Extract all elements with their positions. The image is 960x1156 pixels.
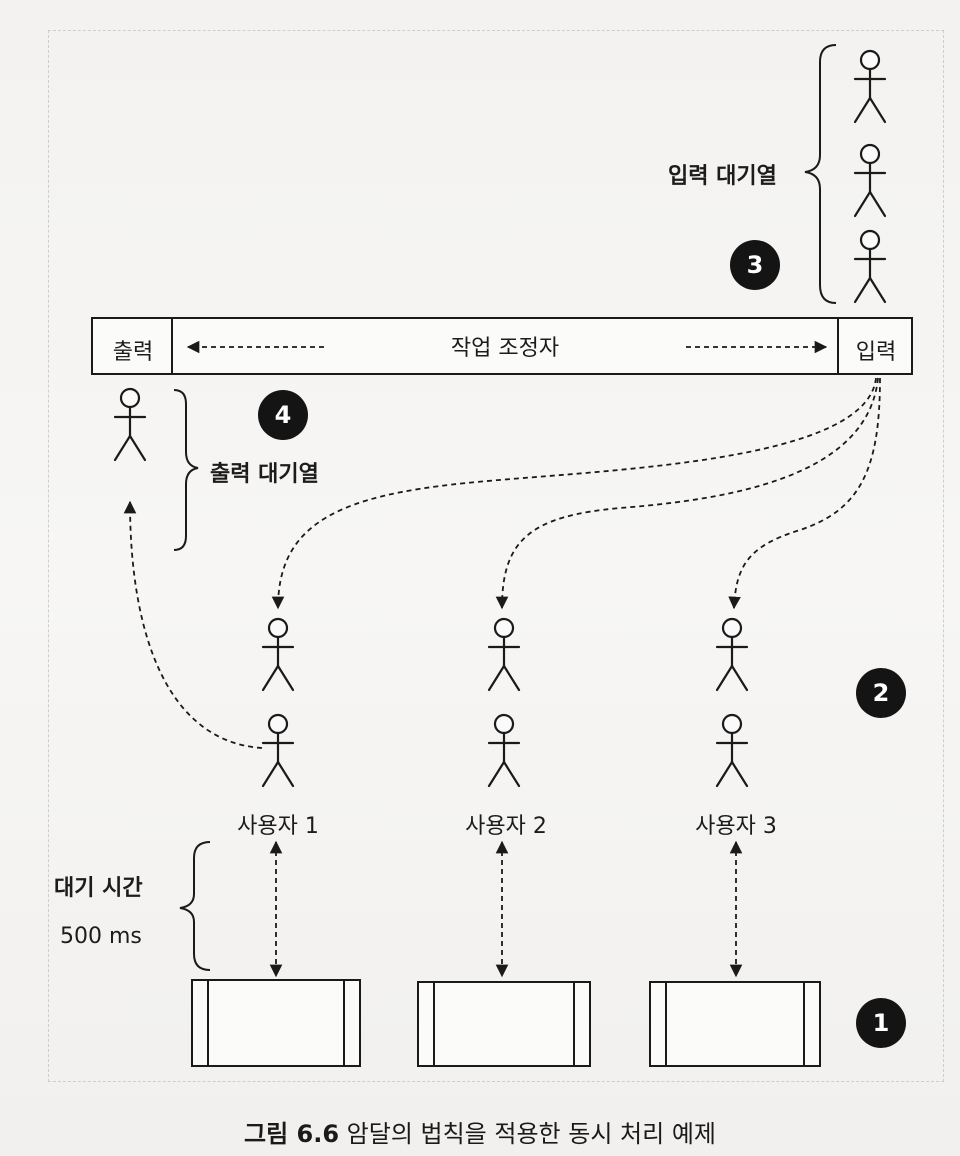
marker-1: 1	[856, 998, 906, 1048]
user-label-1: 사용자 1	[237, 814, 319, 839]
dispatch-arrow-user-3	[728, 377, 881, 610]
user-person-icon	[715, 713, 749, 788]
figure-number: 그림 6.6	[243, 1120, 340, 1148]
waiting-person-icon	[261, 617, 295, 692]
waiting-person-icon	[487, 617, 521, 692]
user-person-icon	[261, 713, 295, 788]
output-queue-brace	[173, 389, 199, 551]
queued-person-icon	[853, 229, 887, 304]
waiting-person-icon	[715, 617, 749, 692]
coordinator-box	[91, 317, 913, 375]
dispatch-arrows	[271, 377, 881, 610]
latency-arrows	[269, 840, 743, 978]
servers	[191, 979, 821, 1067]
coordinator-bar	[91, 317, 913, 375]
queued-person-icon	[853, 143, 887, 218]
input-queue-brace	[804, 44, 837, 304]
dispatch-arrow-user-2	[495, 377, 879, 610]
output-queue-label: 출력 대기열	[210, 462, 319, 487]
output-person-icon	[113, 387, 147, 462]
input-port-label: 입력	[855, 340, 897, 365]
marker-3: 3	[730, 240, 780, 290]
coordinator-title: 작업 조정자	[450, 336, 560, 361]
input-queue-people	[853, 49, 887, 304]
input-queue-label: 입력 대기열	[668, 164, 777, 189]
user-label-3: 사용자 3	[695, 814, 777, 839]
figure-caption: 그림 6.6 암달의 법칙을 적용한 동시 처리 예제	[0, 1114, 960, 1149]
user-figures	[261, 617, 749, 788]
user-label-2: 사용자 2	[465, 814, 547, 839]
return-arrow	[123, 500, 263, 749]
latency-brace	[179, 841, 211, 971]
server-box-2	[417, 981, 591, 1067]
marker-4: 4	[258, 390, 308, 440]
user-person-icon	[487, 713, 521, 788]
latency-value: 500 ms	[60, 924, 142, 949]
figure-frame	[48, 30, 944, 1082]
dispatch-arrow-user-1	[271, 377, 877, 610]
server-box-3	[649, 981, 821, 1067]
server-box-1	[191, 979, 361, 1067]
queued-person-icon	[853, 49, 887, 124]
figure-caption-text: 암달의 법칙을 적용한 동시 처리 예제	[346, 1120, 716, 1148]
output-port-label: 출력	[112, 340, 154, 365]
marker-2: 2	[856, 668, 906, 718]
latency-label: 대기 시간	[54, 876, 143, 901]
